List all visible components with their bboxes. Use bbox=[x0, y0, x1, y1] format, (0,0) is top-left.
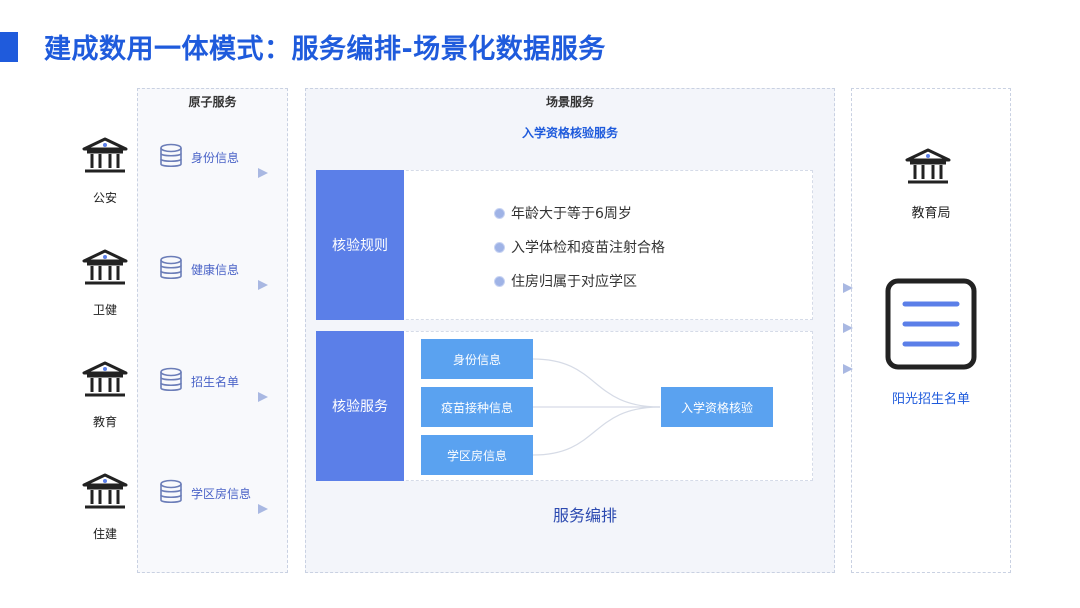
rule-item: 住房归属于对应学区 bbox=[494, 271, 637, 291]
government-building-icon bbox=[82, 249, 128, 285]
bullet-icon bbox=[494, 241, 505, 253]
database-icon bbox=[160, 255, 182, 280]
atomic-service-label: 健康信息 bbox=[191, 263, 240, 277]
input-box-identity: 身份信息 bbox=[421, 339, 533, 379]
bullet-icon bbox=[494, 275, 505, 287]
document-list-icon bbox=[885, 278, 977, 370]
source-label: 卫健 bbox=[92, 303, 117, 317]
source-label: 公安 bbox=[92, 191, 117, 205]
result-box: 入学资格核验 bbox=[661, 387, 773, 427]
government-building-icon bbox=[82, 361, 128, 397]
atomic-service-label: 招生名单 bbox=[191, 375, 240, 389]
atomic-services-header: 原子服务 bbox=[188, 95, 237, 109]
database-icon bbox=[160, 143, 182, 168]
government-building-icon bbox=[82, 137, 128, 173]
input-box-housing: 学区房信息 bbox=[421, 435, 533, 475]
bullet-icon bbox=[494, 207, 505, 219]
atomic-service-label: 学区房信息 bbox=[191, 487, 252, 501]
consumer-bottom-label: 阳光招生名单 bbox=[891, 392, 970, 407]
source-label: 住建 bbox=[92, 527, 117, 541]
curve-housing bbox=[532, 406, 661, 456]
curve-identity bbox=[532, 358, 661, 408]
rule-item: 入学体检和疫苗注射合格 bbox=[494, 237, 665, 257]
database-icon bbox=[160, 367, 182, 392]
atomic-service-label: 身份信息 bbox=[191, 151, 240, 165]
consumer-top-label: 教育局 bbox=[911, 206, 951, 221]
page-title: 建成数用一体模式：服务编排-场景化数据服务 bbox=[44, 34, 606, 65]
rule-item: 年龄大于等于6周岁 bbox=[494, 203, 632, 223]
orchestration-label: 服务编排 bbox=[552, 506, 617, 525]
scene-services-panel bbox=[305, 88, 835, 573]
input-box-vaccine: 疫苗接种信息 bbox=[421, 387, 533, 427]
source-label: 教育 bbox=[92, 415, 117, 429]
government-building-icon bbox=[82, 473, 128, 509]
title-accent-bar bbox=[0, 32, 18, 62]
scene-subtitle: 入学资格核验服务 bbox=[521, 126, 618, 140]
database-icon bbox=[160, 479, 182, 504]
scene-services-header: 场景服务 bbox=[545, 95, 594, 109]
government-building-icon bbox=[905, 148, 951, 184]
verification-rules-label: 核验规则 bbox=[316, 170, 404, 320]
verification-service-label: 核验服务 bbox=[316, 331, 404, 481]
